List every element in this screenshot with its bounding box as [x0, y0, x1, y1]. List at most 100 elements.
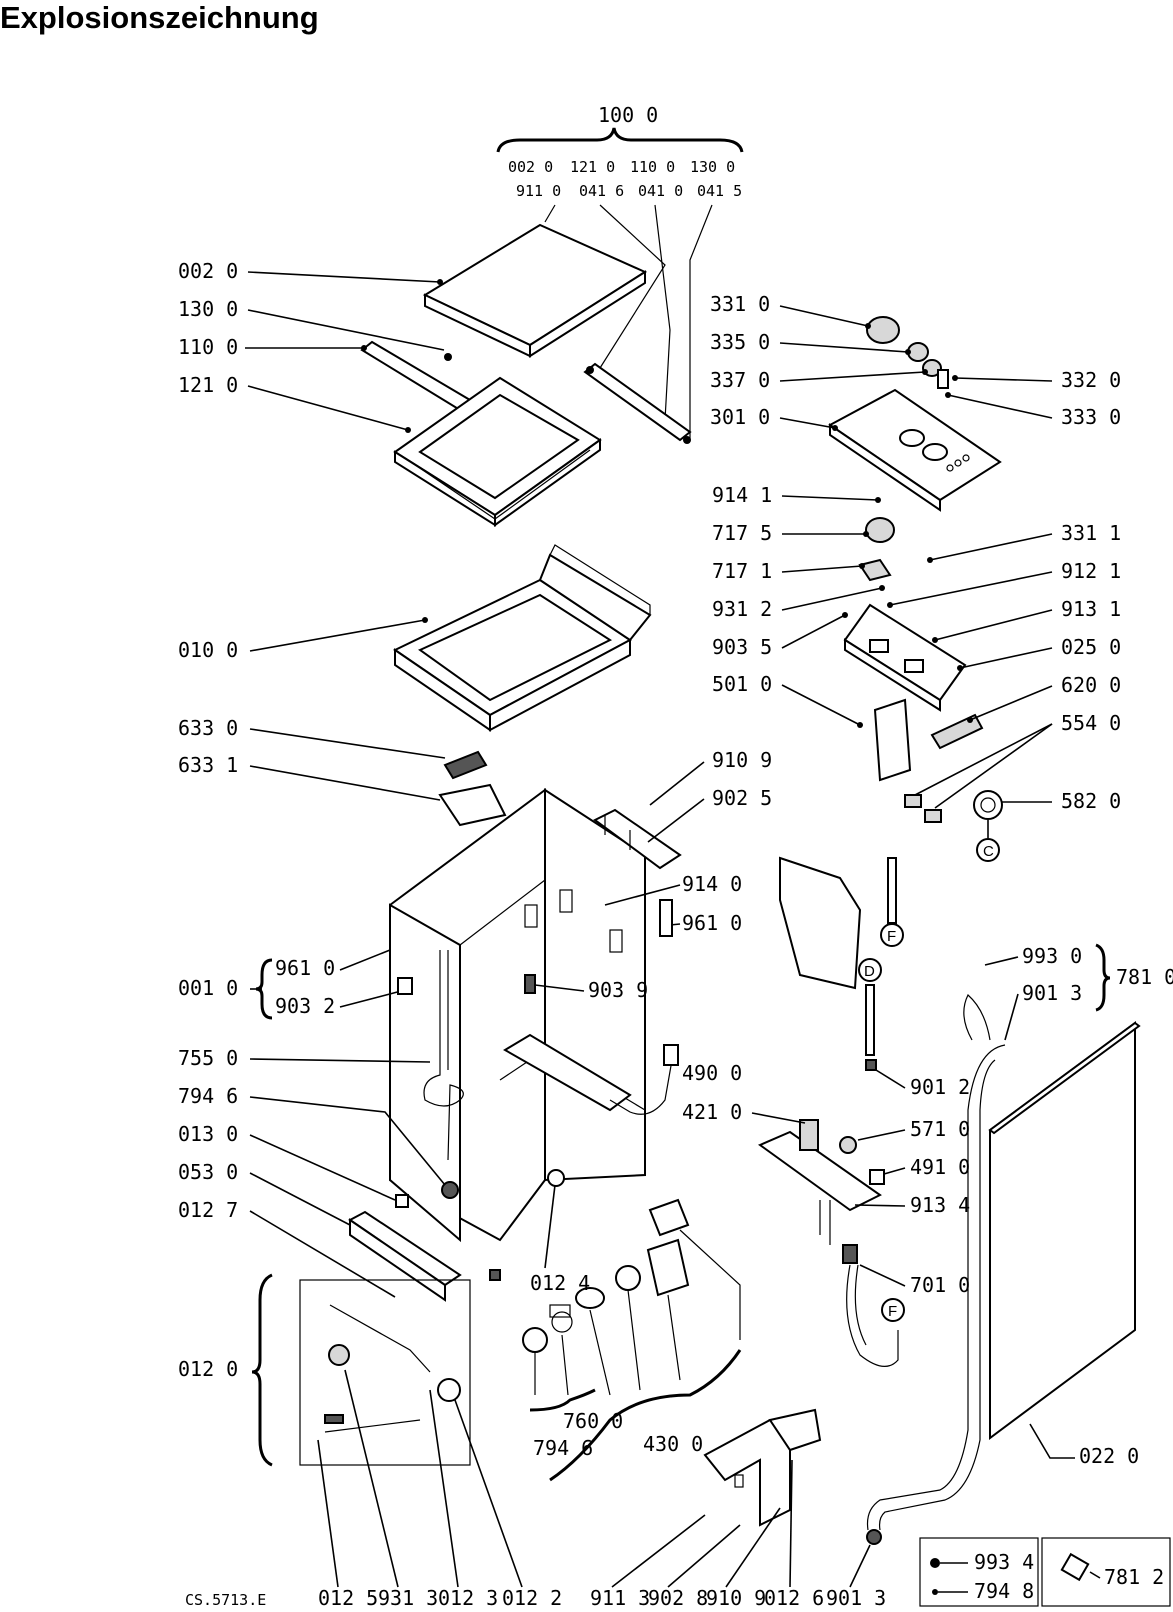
- base-bracket-part: [703, 1408, 822, 1527]
- label-3311: 331 1: [1061, 521, 1121, 545]
- label-1100: 110 0: [178, 335, 238, 359]
- label-9140: 914 0: [682, 872, 742, 896]
- label-0010: 001 0: [178, 976, 238, 1000]
- label-9610b: 961 0: [275, 956, 335, 980]
- label-7010: 701 0: [910, 1273, 970, 1297]
- cabinet-part: [389, 788, 646, 1243]
- hinge-rod-part: [360, 340, 472, 412]
- label-7946b: 794 6: [533, 1436, 593, 1460]
- legend-box-left: 993 4 794 8: [919, 1537, 1039, 1607]
- labels-top-left: 002 0 130 0 110 0 121 0: [178, 259, 445, 433]
- label-9934: 993 4: [974, 1550, 1034, 1574]
- inlet-hose-part: F 701 0: [842, 1244, 970, 1367]
- label-1210: 121 0: [178, 373, 238, 397]
- label-9039: 903 9: [588, 978, 648, 1002]
- marker-f-top-letter: F: [887, 928, 896, 945]
- hinge-parts: [438, 750, 507, 827]
- label-6330: 633 0: [178, 716, 238, 740]
- pressure-switch-part: [904, 790, 1003, 823]
- group-100-item-1300: 130 0: [690, 158, 735, 176]
- label-3320: 332 0: [1061, 368, 1121, 392]
- labels-bottom: CS.5713.E 012 5 931 3 012 3 012 2 911 3 …: [185, 1369, 886, 1610]
- label-9312: 931 2: [712, 597, 772, 621]
- labels-heater: 901 2: [875, 1069, 970, 1099]
- control-panel-part: [828, 388, 1002, 512]
- label-7946a: 794 6: [178, 1084, 238, 1108]
- labels-hose: 993 0 901 3 781 0: [984, 943, 1173, 1041]
- heater-rod-part: F D: [858, 857, 904, 1071]
- group-100-label: 100 0: [598, 103, 658, 127]
- marker-c-letter: C: [983, 843, 994, 860]
- label-0123: 012 3: [438, 1586, 498, 1610]
- rear-panel-part: 022 0: [988, 1021, 1141, 1468]
- group-100-item-0415: 041 5: [697, 182, 742, 200]
- outlet-hose-part: [866, 994, 1006, 1545]
- tub-frame-part: [393, 544, 652, 732]
- marker-d-letter: D: [864, 963, 875, 980]
- labels-cabinet: 910 9 902 5 914 0 961 0 001 0 961 0 903 …: [178, 748, 772, 1298]
- label-0530: 053 0: [178, 1160, 238, 1184]
- page-title: Explosionszeichnung: [0, 0, 319, 35]
- legend-box-right: 781 2: [1041, 1537, 1171, 1607]
- labels-dispenser: 914 1 717 5 717 1 931 2 903 5 501 0 331 …: [712, 483, 1121, 813]
- label-0126: 012 6: [764, 1586, 824, 1610]
- group-100-item-1210: 121 0: [570, 158, 615, 176]
- rear-bracket-part: [593, 808, 682, 870]
- label-9113: 911 3: [590, 1586, 650, 1610]
- label-9028: 902 8: [648, 1586, 708, 1610]
- labels-pump: 012 4 760 0 794 6 430 0: [529, 1169, 742, 1482]
- label-3370: 337 0: [710, 368, 770, 392]
- group-100-item-9110: 911 0: [516, 182, 561, 200]
- label-0124: 012 4: [530, 1271, 590, 1295]
- drawing-code: CS.5713.E: [185, 1591, 266, 1609]
- label-7171: 717 1: [712, 559, 772, 583]
- label-9313: 931 3: [378, 1586, 438, 1610]
- label-7175: 717 5: [712, 521, 772, 545]
- top-lid-part: [422, 223, 648, 358]
- marker-c: C: [976, 820, 1000, 862]
- label-9109b: 910 9: [706, 1586, 766, 1610]
- label-4900: 490 0: [682, 1061, 742, 1085]
- group-100-item-0020: 002 0: [508, 158, 553, 176]
- label-3350: 335 0: [710, 330, 770, 354]
- label-0120: 012 0: [178, 1357, 238, 1381]
- label-0125: 012 5: [318, 1586, 378, 1610]
- label-9131: 913 1: [1061, 597, 1121, 621]
- motor-bracket-part: [757, 1119, 885, 1245]
- labels-frame: 010 0 633 0 633 1: [178, 617, 446, 801]
- power-cord-part: 490 0: [609, 1044, 742, 1115]
- group-100-header: 100 0 002 0 121 0 110 0 130 0 911 0 041 …: [496, 103, 744, 440]
- label-9141: 914 1: [712, 483, 772, 507]
- labels-motor: 421 0 571 0 491 0 913 4: [682, 1100, 970, 1217]
- label-7812: 781 2: [1104, 1565, 1164, 1589]
- label-0020: 002 0: [178, 259, 238, 283]
- group-100-item-0410: 041 0: [638, 182, 683, 200]
- label-9610a: 961 0: [682, 911, 742, 935]
- group-100-item-1100: 110 0: [630, 158, 675, 176]
- cover-sheet-part: [779, 856, 862, 990]
- label-1300: 130 0: [178, 297, 238, 321]
- label-9035: 903 5: [712, 635, 772, 659]
- label-7550: 755 0: [178, 1046, 238, 1070]
- label-4910: 491 0: [910, 1155, 970, 1179]
- label-0250: 025 0: [1061, 635, 1121, 659]
- label-0130: 013 0: [178, 1122, 238, 1146]
- label-3010: 301 0: [710, 405, 770, 429]
- service-flap-group: 012 0: [178, 1273, 471, 1467]
- lid-frame-part: [393, 376, 602, 527]
- knob-parts: [866, 316, 949, 389]
- label-3330: 333 0: [1061, 405, 1121, 429]
- lid-rail-part: [583, 362, 692, 444]
- label-9013a: 901 3: [1022, 981, 1082, 1005]
- label-7810: 781 0: [1116, 965, 1173, 989]
- label-0127: 012 7: [178, 1198, 238, 1222]
- label-9134: 913 4: [910, 1193, 970, 1217]
- label-7600: 760 0: [563, 1409, 623, 1433]
- label-9032: 903 2: [275, 994, 335, 1018]
- label-4300: 430 0: [643, 1432, 703, 1456]
- label-6200: 620 0: [1061, 673, 1121, 697]
- label-9109a: 910 9: [712, 748, 772, 772]
- label-7948: 794 8: [974, 1579, 1034, 1603]
- marker-f-bottom-letter: F: [888, 1303, 897, 1320]
- labels-panel: 331 0 335 0 337 0 301 0 332 0 333 0: [710, 292, 1121, 431]
